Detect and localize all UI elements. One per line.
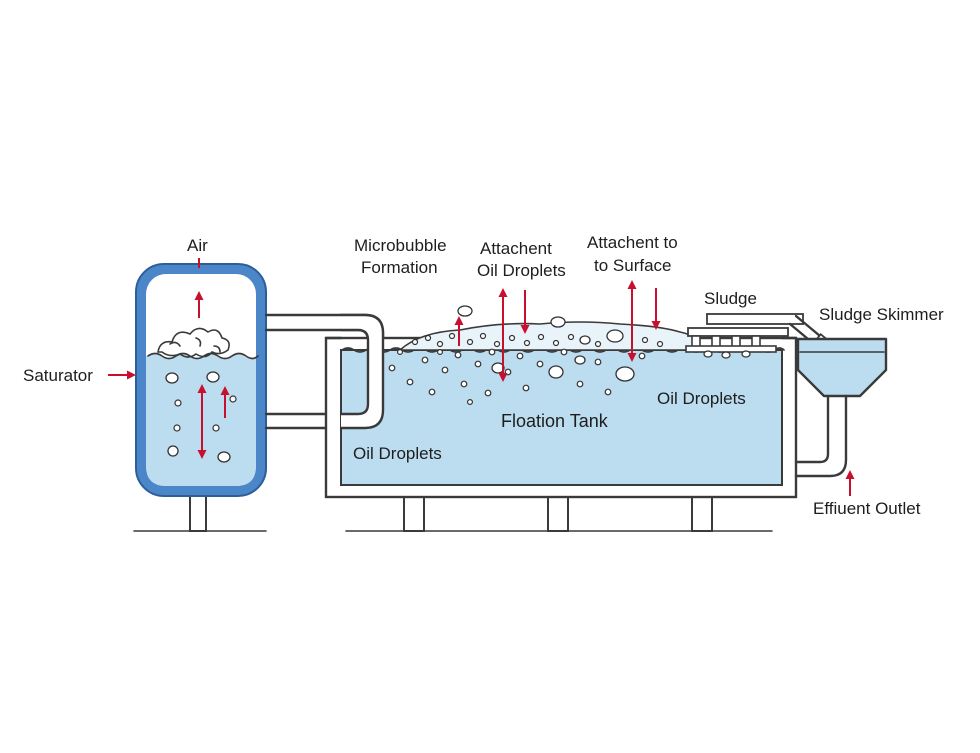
label-effluent-outlet: Effiuent Outlet (813, 499, 921, 518)
sludge-hopper (794, 337, 888, 478)
water-microbubbles (388, 348, 646, 406)
label-floation-tank: Floation Tank (501, 411, 609, 431)
label-sludge: Sludge (704, 289, 757, 308)
label-attachent-oil-2: Oil Droplets (477, 261, 566, 280)
label-sludge-skimmer: Sludge Skimmer (819, 305, 944, 324)
label-oil-droplets-right: Oil Droplets (657, 389, 746, 408)
skimmer-rail (706, 313, 804, 325)
hopper-body (796, 337, 888, 398)
label-attachent-surface-2: to Surface (594, 256, 672, 275)
saturator-foam (157, 327, 230, 358)
saturator-leg-left (189, 492, 207, 532)
label-air: Air (187, 236, 208, 255)
label-microbubble-1: Microbubble (354, 236, 447, 255)
tank-leg-2 (547, 496, 569, 532)
label-saturator: Saturator (23, 366, 93, 385)
sludge-skimmer (685, 313, 835, 359)
flow-arrows (108, 258, 855, 496)
flotation-tank (324, 305, 798, 532)
labels: Air Saturator Microbubble Formation Atta… (23, 233, 944, 518)
sludge-blanket (397, 321, 698, 351)
tank-oil-droplets (491, 355, 635, 382)
tank-leg-1 (403, 496, 425, 532)
label-attachent-oil-1: Attachent (480, 239, 552, 258)
label-attachent-surface-1: Attachent to (587, 233, 678, 252)
tank-leg-3 (691, 496, 713, 532)
label-oil-droplets-left: Oil Droplets (353, 444, 442, 463)
surface-microbubbles (411, 332, 664, 348)
label-microbubble-2: Formation (361, 258, 438, 277)
